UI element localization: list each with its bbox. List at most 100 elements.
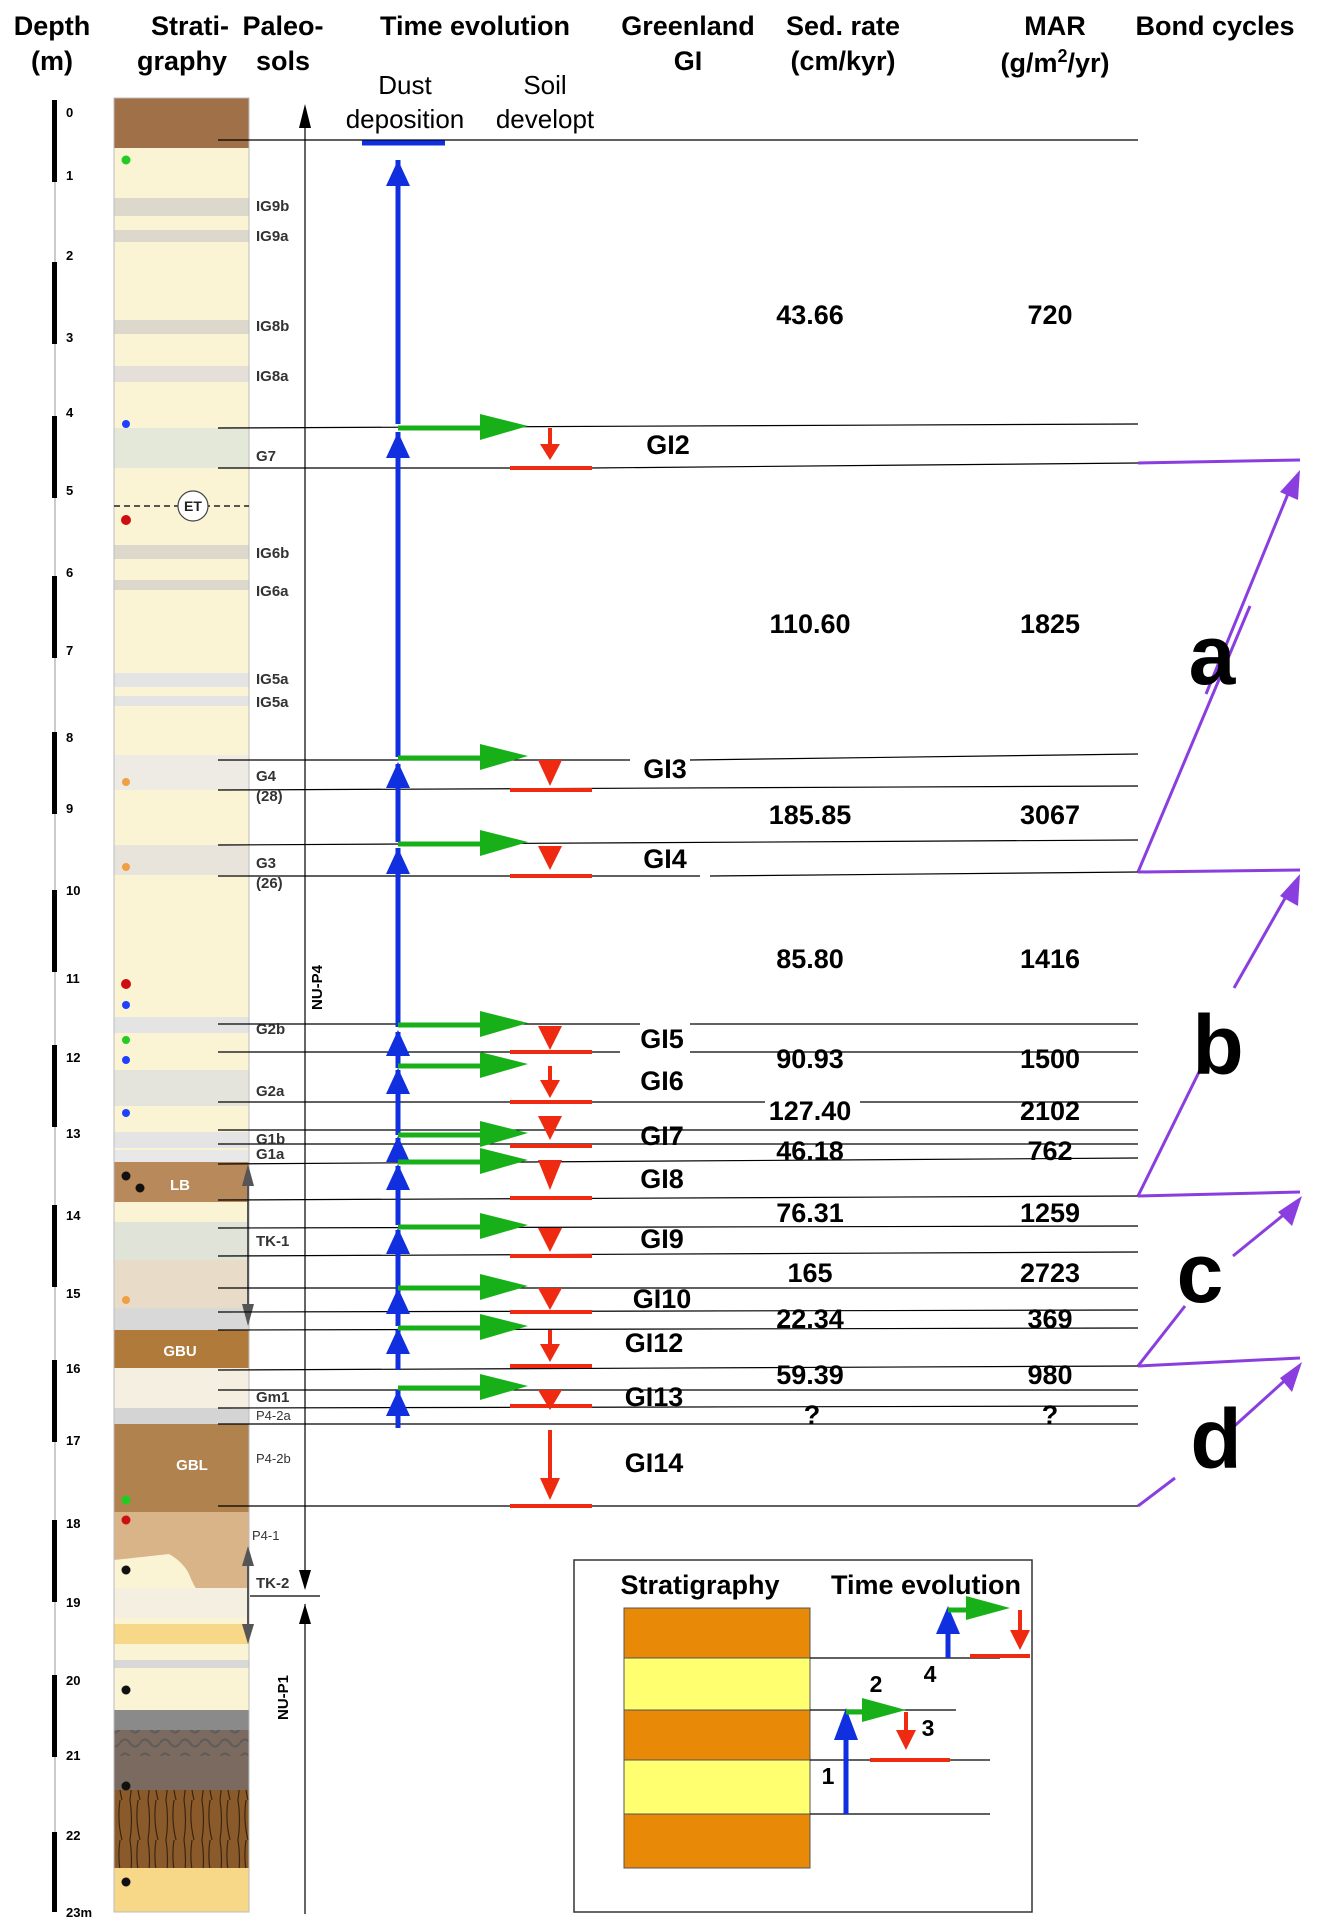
mar-value: 2102 [1020,1096,1080,1126]
paleosol-band [114,673,249,687]
depth-tick-label: 9 [66,801,73,816]
mar-value: 2723 [1020,1258,1080,1288]
stratigraphic-column [113,97,250,1913]
soil-header: Soil [523,70,566,100]
loess-band [114,1660,249,1668]
sed-rate-value: ? [804,1400,821,1430]
gi-label: GI14 [625,1448,684,1478]
legend-layer-orange [623,1709,811,1761]
paleosol-band [114,1070,249,1106]
bond-cycle-c: c [1177,1226,1224,1320]
legend-layer-yellow [623,1759,811,1815]
depth-scale [52,100,57,1912]
et-marker [177,490,209,522]
depth-header: Depth [14,11,91,41]
dust-deposition-arrows [362,140,445,1428]
paleo-header-2: sols [256,46,310,76]
greenland-header: Greenland [621,11,755,41]
dust-header-2: deposition [346,104,465,134]
legend-step-3: 3 [922,1715,935,1741]
paleosol-label: TK-1 [256,1233,289,1250]
sed-rate-value: 185.85 [769,800,852,830]
sed-rate-value: 43.66 [776,300,844,330]
correlation-lines [217,139,1139,1507]
paleosol-label: IG6b [256,545,289,562]
depth-tick-label: 0 [66,105,73,120]
bond-cycle-labels: a b c d [1177,608,1244,1486]
legend-step-1: 1 [822,1763,835,1789]
bond-cycle-a: a [1189,608,1237,702]
gi-label: GI2 [646,430,690,460]
depth-tick-label: 21 [66,1748,80,1763]
sed-rate-value: 46.18 [776,1136,844,1166]
bond-cycle-d: d [1190,1392,1241,1486]
sed-rate-value: 59.39 [776,1360,844,1390]
et-label: ET [184,498,202,514]
depth-tick-label: 1 [66,168,73,183]
depth-tick-label: 20 [66,1673,80,1688]
depth-tick-label: 8 [66,730,73,745]
paleosol-label: G2a [256,1083,285,1100]
depth-tick-label: 7 [66,643,73,658]
paleosol-band [114,366,249,382]
depth-tick-label: 14 [66,1208,81,1223]
sed-rate-value: 85.80 [776,944,844,974]
loess-band [114,1624,249,1644]
paleosol-label: IG5a [256,694,289,711]
paleosol-label: P4-2b [256,1451,291,1466]
gi-label: GI4 [643,844,687,874]
sed-rate-value: 76.31 [776,1198,844,1228]
time-evolution-header: Time evolution [380,11,570,41]
paleosol-label: IG5a [256,671,289,688]
gi-label: GI13 [625,1382,684,1412]
legend-layer-orange [623,1813,811,1869]
strati-header-2: graphy [137,46,227,76]
depth-tick-label: 2 [66,248,73,263]
nu-p4-label: NU-P4 [309,964,326,1010]
gbu-label: GBU [163,1343,196,1360]
paleosol-band [114,230,249,242]
gbl-layer [114,1424,249,1512]
unit-range-arrows [242,104,320,1914]
gbu-layer [114,1330,249,1368]
paleosol-band [114,1150,249,1162]
mar-value: 980 [1027,1360,1072,1390]
depth-tick-label: 17 [66,1433,80,1448]
depth-tick-label: 5 [66,483,73,498]
paleosol-label: IG8b [256,318,289,335]
paleosol-band [114,845,249,875]
sed-rate-value: 110.60 [769,609,850,639]
depth-tick-label: 12 [66,1050,80,1065]
gi-label: GI5 [640,1024,684,1054]
layer-labels: ET LB GBU GBL NU-P4 NU-P1 [163,498,326,1720]
sed-rate-value: 165 [787,1258,832,1288]
tk1-band [114,1308,249,1330]
mar-value: ? [1042,1400,1059,1430]
mar-header: MAR [1024,11,1086,41]
depth-tick-label: 13 [66,1126,80,1141]
gray-band [114,1710,249,1730]
paleosol-label: (26) [256,875,283,892]
bond-cycles-zigzag [1136,458,1302,1508]
nu-p1-label: NU-P1 [275,1675,292,1720]
mar-value: 1825 [1020,609,1080,639]
depth-tick-label: 19 [66,1595,80,1610]
legend-step-2: 2 [870,1671,883,1697]
paleosol-label: IG9a [256,228,289,245]
gbl-label: GBL [176,1457,208,1474]
p4-2a-band [114,1408,249,1424]
bond-cycles-header: Bond cycles [1135,11,1294,41]
mar-value: 1500 [1020,1044,1080,1074]
paleosol-label: TK-2 [256,1575,289,1592]
mar-value: 1259 [1020,1198,1080,1228]
gi-label: GI12 [625,1328,684,1358]
dust-header: Dust [378,70,432,100]
paleosol-label: P4-2a [256,1408,291,1423]
mar-unit: (g/m2/yr) [1000,46,1109,78]
sed-rate-header: Sed. rate [786,11,900,41]
depth-tick-label: 16 [66,1361,80,1376]
strati-header: Strati- [151,11,229,41]
depth-tick-label: 3 [66,330,73,345]
paleosol-label: (28) [256,788,283,805]
paleosol-label: G7 [256,448,276,465]
